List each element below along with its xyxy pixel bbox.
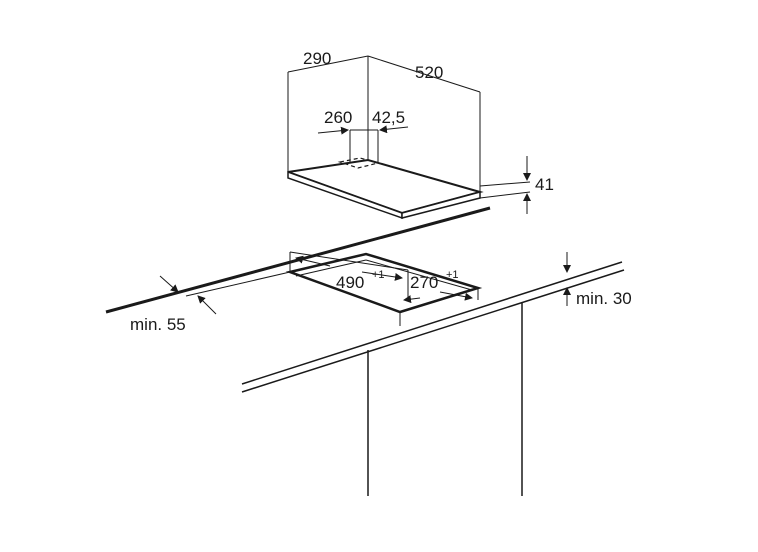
cutout-dimension-lines [159, 251, 571, 326]
label-width-top: 290 [303, 49, 331, 68]
hob-burner-outline [337, 157, 381, 169]
label-min-side: min. 55 [130, 315, 186, 334]
label-depth-top: 520 [415, 63, 443, 82]
label-cutout-depth: 490 [336, 273, 364, 292]
label-cutout-depth-tolerance: +1 [372, 269, 385, 281]
label-inner-b: 42,5 [372, 108, 405, 127]
label-cutout-width: 270 [410, 273, 438, 292]
hob-appliance [287, 157, 484, 220]
label-min-front: min. 30 [576, 289, 632, 308]
label-cutout-width-tolerance: +1 [446, 269, 459, 281]
label-height: 41 [535, 175, 554, 194]
label-inner-a: 260 [324, 108, 352, 127]
worktop [105, 206, 625, 496]
worktop-cutout [285, 252, 483, 314]
hob-dimension-lines [287, 55, 531, 214]
